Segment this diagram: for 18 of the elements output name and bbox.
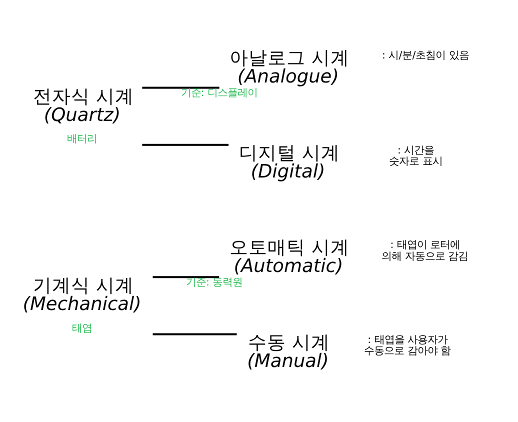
connector (142, 86, 220, 89)
edge-label: 기준: 동력원 (186, 276, 243, 288)
node-text: 전자식 시계 (Quartz) (33, 86, 134, 126)
node-label: 배터리 (67, 133, 98, 146)
node-text: 디지털 시계 (Digital) (238, 142, 340, 182)
node-label: : 시간을 숫자로 표시 (389, 144, 442, 168)
node-text: 오토매틱 시계 (Automatic) (230, 238, 350, 278)
edge-label: 기준: 디스플레이 (180, 86, 258, 99)
node-text: 수동 시계 (Manual) (247, 332, 330, 372)
node-text: 기계식 시계 (Mechanical) (22, 276, 142, 316)
node-text: 아날로그 시계 (Analogue) (230, 48, 350, 88)
node-label: : 시/분/초침이 있음 (382, 50, 469, 62)
connector (152, 276, 220, 278)
connector (142, 144, 229, 146)
node-label: : 태엽을 사용자가 수동으로 감아야 함 (364, 334, 451, 358)
node-label: : 태엽이 로터에 의해 자동으로 감김 (382, 239, 468, 262)
connector (152, 333, 237, 336)
node-label: 태엽 (72, 322, 92, 334)
